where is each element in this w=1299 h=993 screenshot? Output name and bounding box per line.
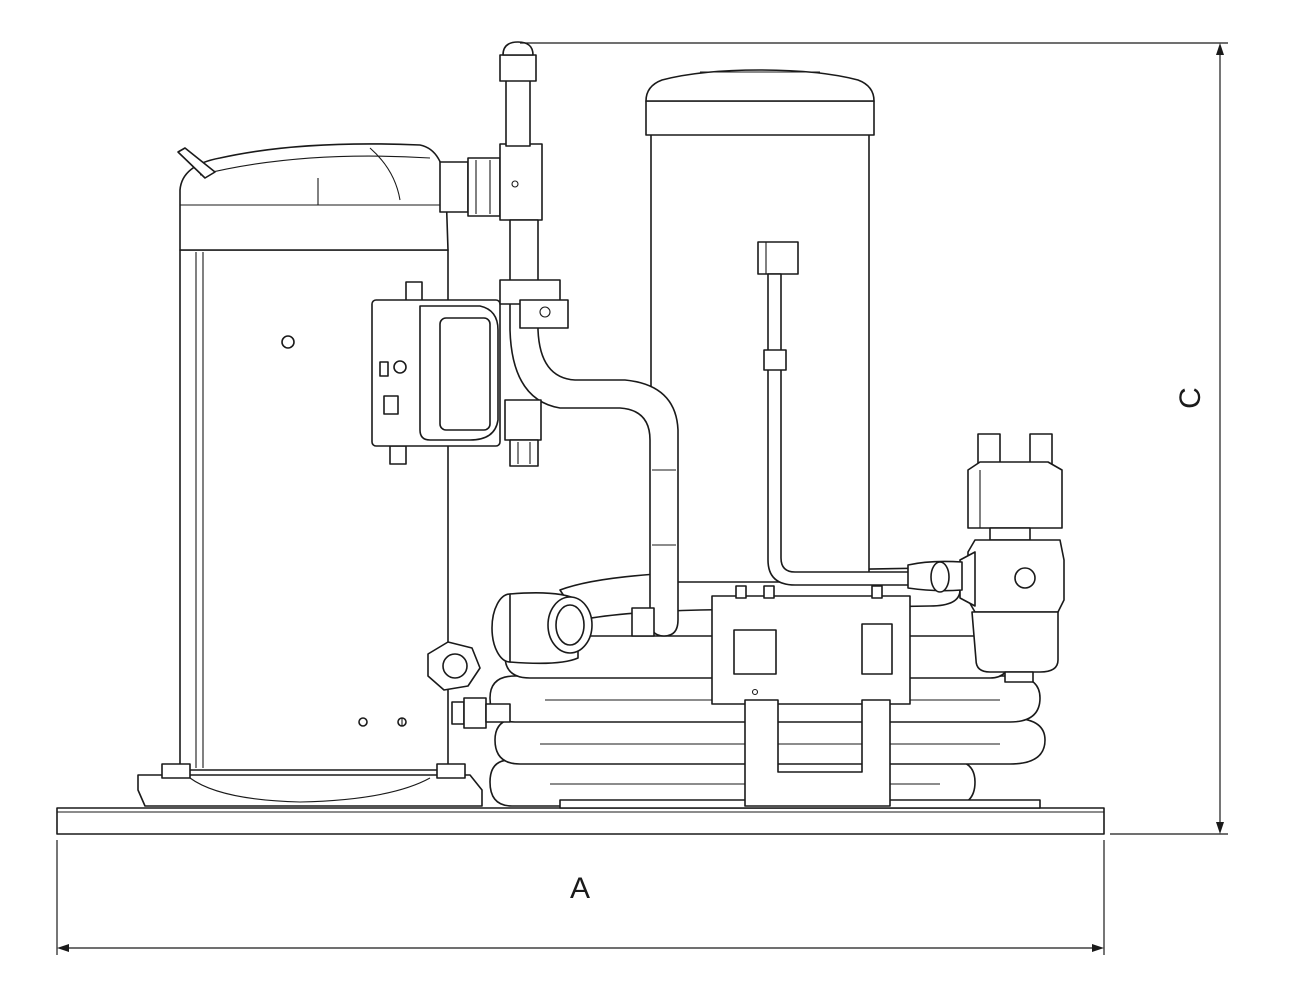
oil-line-fitting xyxy=(451,697,511,729)
compressor-feet xyxy=(137,763,483,807)
liquid-line xyxy=(907,560,963,593)
liquid-receiver xyxy=(645,69,875,583)
discharge-line xyxy=(509,219,679,637)
dimension-height xyxy=(520,42,1228,835)
service-valve xyxy=(499,279,569,467)
dimension-label-height: C xyxy=(1174,387,1207,409)
base-plate xyxy=(56,807,1105,835)
compressor xyxy=(177,143,449,771)
pressure-switch-box xyxy=(711,585,911,807)
suction-inlet xyxy=(491,592,655,665)
discharge-valve xyxy=(439,41,543,221)
terminal-box xyxy=(371,281,501,465)
dimension-label-width: A xyxy=(570,872,590,905)
solenoid-valve xyxy=(959,433,1065,683)
dimension-width xyxy=(56,840,1105,955)
sight-glass-fitting xyxy=(427,641,481,691)
